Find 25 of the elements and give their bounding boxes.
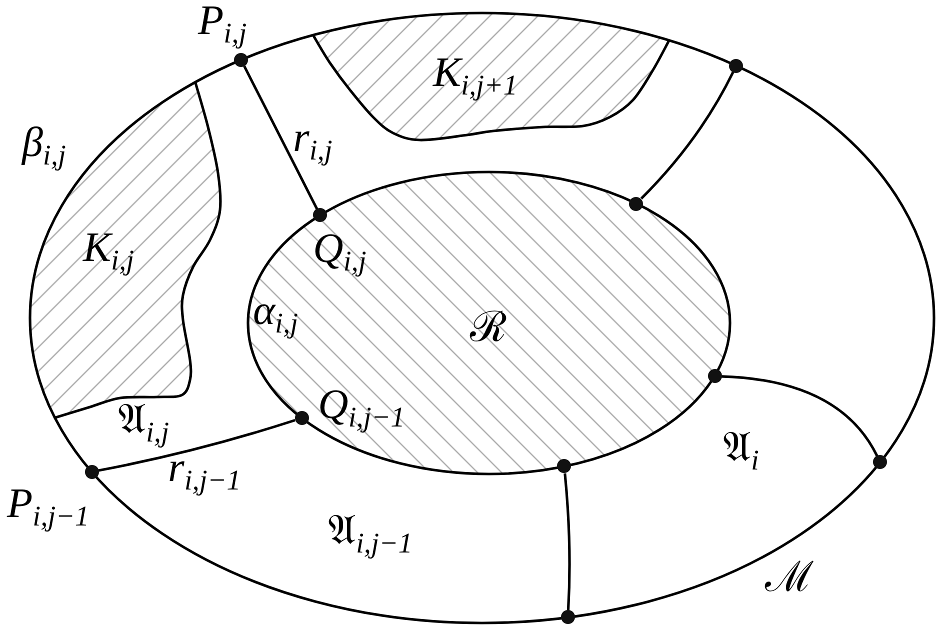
point-label: P$_{i,j}$ [196, 0, 248, 52]
region-label: K$_{i,j}$ [82, 225, 136, 279]
point-label: Q$_{i,j−1}$ [317, 382, 406, 436]
region-label: 𝔄$_{i,j}$ [117, 397, 170, 451]
dot-icon [728, 58, 744, 74]
curve-line [640, 72, 734, 200]
curve-line [722, 375, 878, 457]
arc-label: β$_{i,j}$ [20, 120, 67, 174]
curve-line [243, 66, 318, 210]
region-label: 𝔄$_{i,j−1}$ [327, 508, 414, 562]
dot-icon [556, 458, 572, 474]
edge-label: r$_{i,j}$ [292, 115, 334, 169]
arc-label: α$_{i,j}$ [252, 288, 300, 342]
curve-line [564, 473, 571, 611]
point-label: P$_{i,j−1}$ [6, 481, 90, 535]
dot-icon [706, 368, 723, 384]
region-label: 𝔄$_{i}$ [722, 425, 760, 479]
edge-label: r$_{i,j−1}$ [168, 445, 242, 499]
dot-icon [872, 454, 888, 470]
dot-icon [628, 196, 644, 212]
region-label: ℳ [764, 555, 815, 603]
point-label: Q$_{i,j}$ [312, 226, 368, 280]
region-label: ℛ [468, 305, 508, 353]
dot-icon [560, 609, 576, 626]
region-label: K$_{i,j+1}$ [432, 50, 519, 104]
